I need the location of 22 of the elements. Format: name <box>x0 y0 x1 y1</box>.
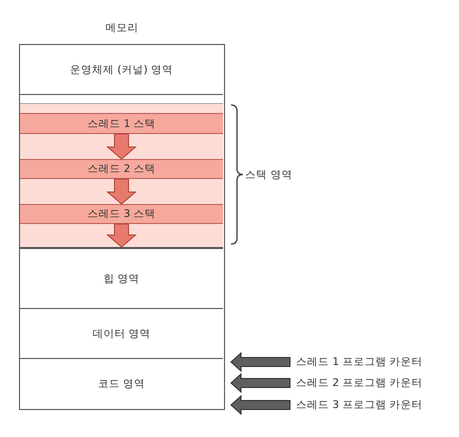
block-arrow <box>230 352 290 372</box>
block-arrow <box>106 134 137 160</box>
area-label: 힙 영역 <box>103 272 140 286</box>
block-arrow <box>106 178 137 205</box>
stack-area-band <box>20 103 223 248</box>
block-arrow <box>230 372 290 394</box>
area-label: 코드 영역 <box>98 376 146 390</box>
area-label: 스택 영역 <box>245 168 292 182</box>
counter-label: 스레드 3 프로그램 카운터 <box>296 398 423 412</box>
area-label: 스레드 2 스택 <box>87 162 156 176</box>
stack-bar <box>20 159 223 179</box>
area-label: 데이터 영역 <box>92 326 151 340</box>
area-label: 스레드 3 스택 <box>87 207 156 221</box>
block-arrow <box>230 394 290 416</box>
stack-bar <box>20 113 223 134</box>
stack-bar <box>20 204 223 224</box>
area-label: 스레드 1 스택 <box>87 116 156 130</box>
memory-heading: 메모리 <box>104 21 140 35</box>
area-label: 운영체제 (커널) 영역 <box>70 62 173 76</box>
counter-label: 스레드 2 프로그램 카운터 <box>296 376 423 390</box>
counter-label: 스레드 1 프로그램 카운터 <box>296 355 423 369</box>
block-arrow <box>106 224 137 248</box>
